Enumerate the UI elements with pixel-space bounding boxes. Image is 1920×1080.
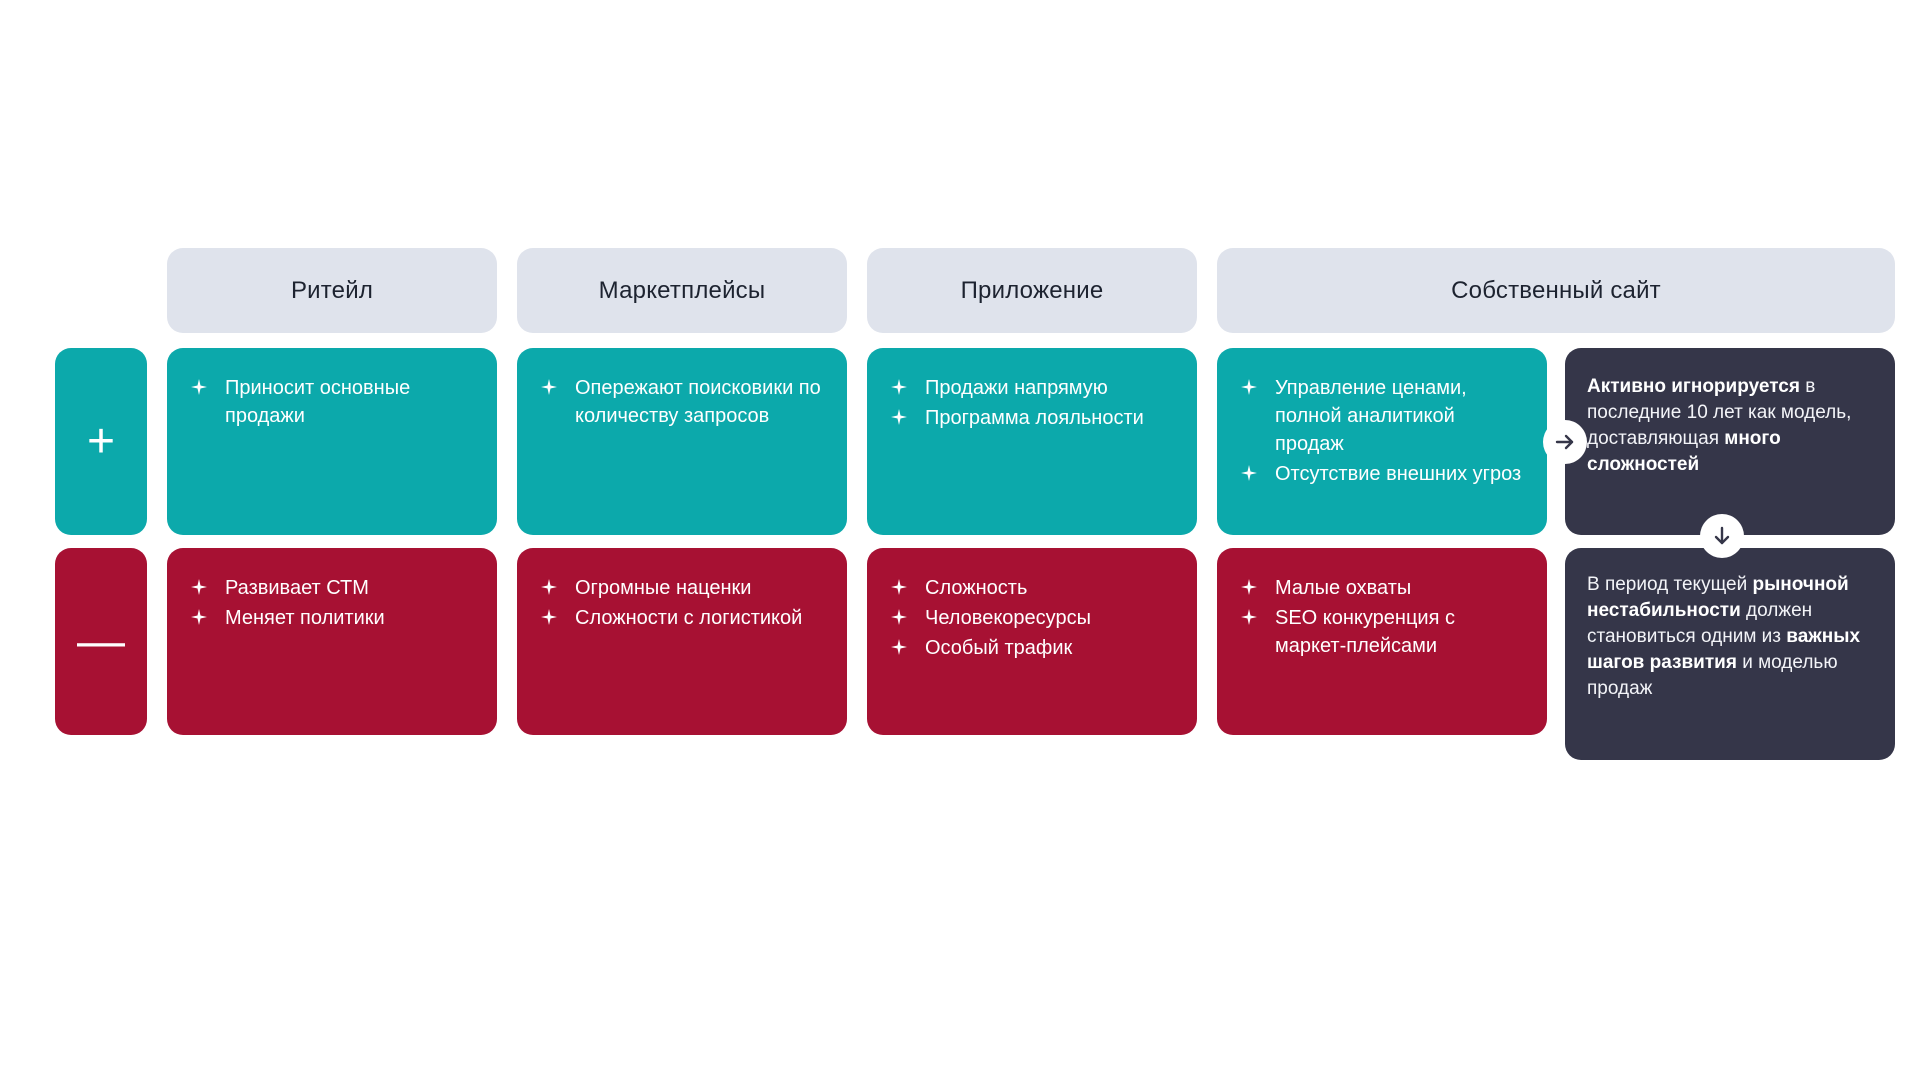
list-item: SEO конкуренция с маркет-плейсами [1239, 604, 1525, 660]
list-item: Опережают поисковики по количеству запро… [539, 374, 825, 430]
list-item-text: Сложности с логистикой [575, 607, 803, 629]
four-point-star-icon [191, 374, 209, 402]
four-point-star-icon [541, 604, 559, 632]
list-item: Развивает СТМ [189, 574, 475, 602]
connector-right [1543, 420, 1587, 464]
four-point-star-icon [1241, 374, 1259, 402]
list-item: Отсутствие внешних угроз [1239, 460, 1525, 488]
bullet-list: Приносит основные продажи [189, 374, 475, 430]
list-item-text: Человекоресурсы [925, 607, 1091, 629]
card-negative-application[interactable]: Сложность Человекоресурсы Особый трафик [867, 548, 1197, 735]
four-point-star-icon [891, 634, 909, 662]
list-item-text: Управление ценами, полной аналитикой про… [1275, 377, 1467, 455]
column-header-retail[interactable]: Ритейл [167, 248, 497, 333]
four-point-star-icon [541, 574, 559, 602]
card-negative-marketplaces[interactable]: Огромные наценки Сложности с логистикой [517, 548, 847, 735]
list-item: Огромные наценки [539, 574, 825, 602]
list-item-text: Огромные наценки [575, 577, 752, 599]
bullet-list: Продажи напрямую Программа лояльности [889, 374, 1175, 432]
list-item-text: Приносит основные продажи [225, 377, 411, 427]
card-positive-retail[interactable]: Приносит основные продажи [167, 348, 497, 535]
note-card-top[interactable]: Активно игнорируется в последние 10 лет … [1565, 348, 1895, 535]
four-point-star-icon [891, 604, 909, 632]
column-header-label: Ритейл [290, 276, 374, 304]
list-item: Особый трафик [889, 634, 1175, 662]
bullet-list: Сложность Человекоресурсы Особый трафик [889, 574, 1175, 662]
card-negative-own-website[interactable]: Малые охваты SEO конкуренция с маркет-пл… [1217, 548, 1547, 735]
minus-sign-icon: — [77, 614, 125, 668]
four-point-star-icon [191, 604, 209, 632]
column-header-label: Собственный сайт [1451, 276, 1661, 304]
list-item: Человекоресурсы [889, 604, 1175, 632]
list-item-text: Особый трафик [925, 637, 1073, 659]
four-point-star-icon [891, 574, 909, 602]
comparison-board: Ритейл Маркетплейсы Приложение Собственн… [55, 248, 1895, 808]
list-item: Приносит основные продажи [189, 374, 475, 430]
note-top-text: Активно игнорируется в последние 10 лет … [1587, 376, 1852, 475]
list-item-text: Сложность [925, 577, 1028, 599]
row-badge-negative: — [55, 548, 147, 735]
column-header-application[interactable]: Приложение [867, 248, 1197, 333]
four-point-star-icon [541, 374, 559, 402]
list-item: Программа лояльности [889, 404, 1175, 432]
card-positive-application[interactable]: Продажи напрямую Программа лояльности [867, 348, 1197, 535]
plus-sign-icon: + [86, 414, 116, 468]
card-positive-own-website[interactable]: Управление ценами, полной аналитикой про… [1217, 348, 1547, 535]
list-item-text: Программа лояльности [925, 407, 1144, 429]
list-item: Управление ценами, полной аналитикой про… [1239, 374, 1525, 458]
bullet-list: Огромные наценки Сложности с логистикой [539, 574, 825, 632]
bullet-list: Опережают поисковики по количеству запро… [539, 374, 825, 430]
list-item-text: Опережают поисковики по количеству запро… [575, 377, 821, 427]
list-item-text: Отсутствие внешних угроз [1275, 463, 1522, 485]
list-item-text: Развивает СТМ [225, 577, 369, 599]
list-item-text: Меняет политики [225, 607, 385, 629]
list-item-text: SEO конкуренция с маркет-плейсами [1275, 607, 1455, 657]
column-header-label: Маркетплейсы [598, 276, 766, 304]
list-item-text: Продажи напрямую [925, 377, 1108, 399]
bullet-list: Малые охваты SEO конкуренция с маркет-пл… [1239, 574, 1525, 660]
column-header-label: Приложение [960, 276, 1104, 304]
column-header-row: Ритейл Маркетплейсы Приложение Собственн… [55, 248, 1895, 333]
card-positive-marketplaces[interactable]: Опережают поисковики по количеству запро… [517, 348, 847, 535]
arrow-down-icon [1710, 524, 1734, 548]
card-negative-retail[interactable]: Развивает СТМ Меняет политики [167, 548, 497, 735]
four-point-star-icon [1241, 604, 1259, 632]
list-item: Малые охваты [1239, 574, 1525, 602]
note-bottom-text: В период текущей рыночной нестабиль­ност… [1587, 574, 1861, 699]
four-point-star-icon [891, 404, 909, 432]
four-point-star-icon [191, 574, 209, 602]
column-header-marketplaces[interactable]: Маркетплейсы [517, 248, 847, 333]
bullet-list: Управление ценами, полной аналитикой про… [1239, 374, 1525, 488]
column-header-own-website[interactable]: Собственный сайт [1217, 248, 1895, 333]
arrow-right-icon [1553, 430, 1577, 454]
four-point-star-icon [1241, 574, 1259, 602]
list-item: Сложности с логистикой [539, 604, 825, 632]
list-item: Продажи напрямую [889, 374, 1175, 402]
four-point-star-icon [1241, 460, 1259, 488]
row-badge-positive: + [55, 348, 147, 535]
bullet-list: Развивает СТМ Меняет политики [189, 574, 475, 632]
list-item: Сложность [889, 574, 1175, 602]
list-item: Меняет политики [189, 604, 475, 632]
four-point-star-icon [891, 374, 909, 402]
connector-down [1700, 514, 1744, 558]
note-card-bottom[interactable]: В период текущей рыночной нестабиль­ност… [1565, 548, 1895, 760]
list-item-text: Малые охваты [1275, 577, 1412, 599]
